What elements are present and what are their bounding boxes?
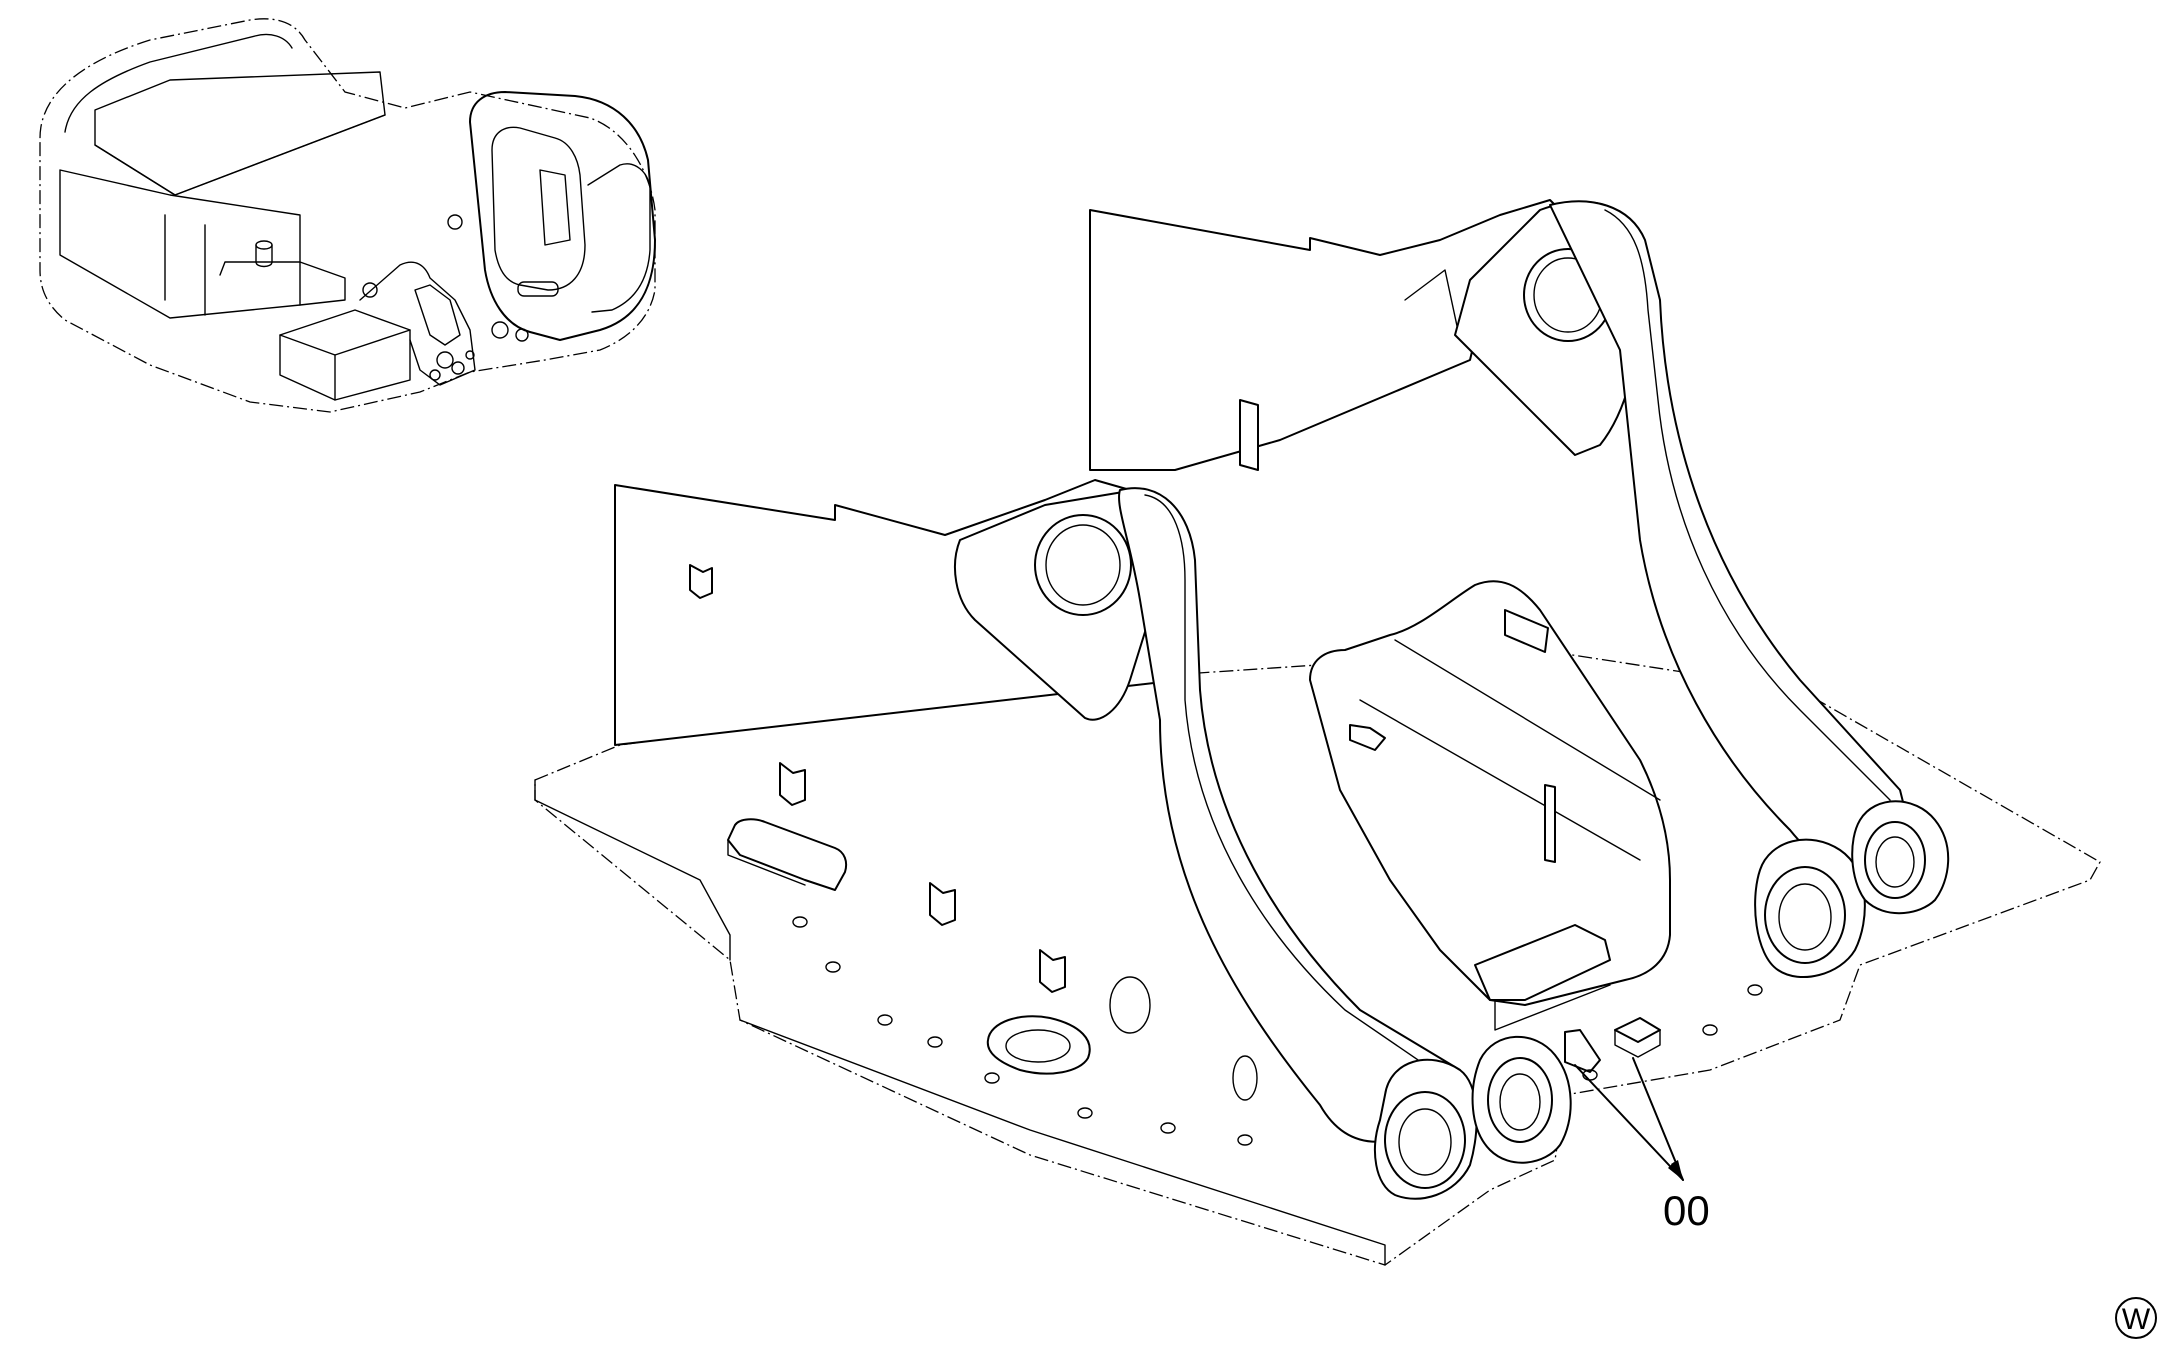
leader-arrowhead (1671, 1160, 1683, 1180)
excavator-overview-inset (39, 18, 656, 413)
base-bolt-holes (792, 916, 1763, 1146)
leader-line (1632, 1057, 1684, 1181)
corner-mark-circle (2115, 1297, 2157, 1339)
callout-label: 00 (1663, 1187, 1710, 1234)
corner-mark-letter: W (2122, 1303, 2151, 1336)
leader-line (1574, 1064, 1684, 1181)
corner-mark: W (2115, 1297, 2157, 1339)
swing-frame-assembly (534, 199, 2101, 1266)
part-callout: 00 (1574, 1057, 1710, 1234)
leader-arrowhead (1668, 1162, 1683, 1180)
